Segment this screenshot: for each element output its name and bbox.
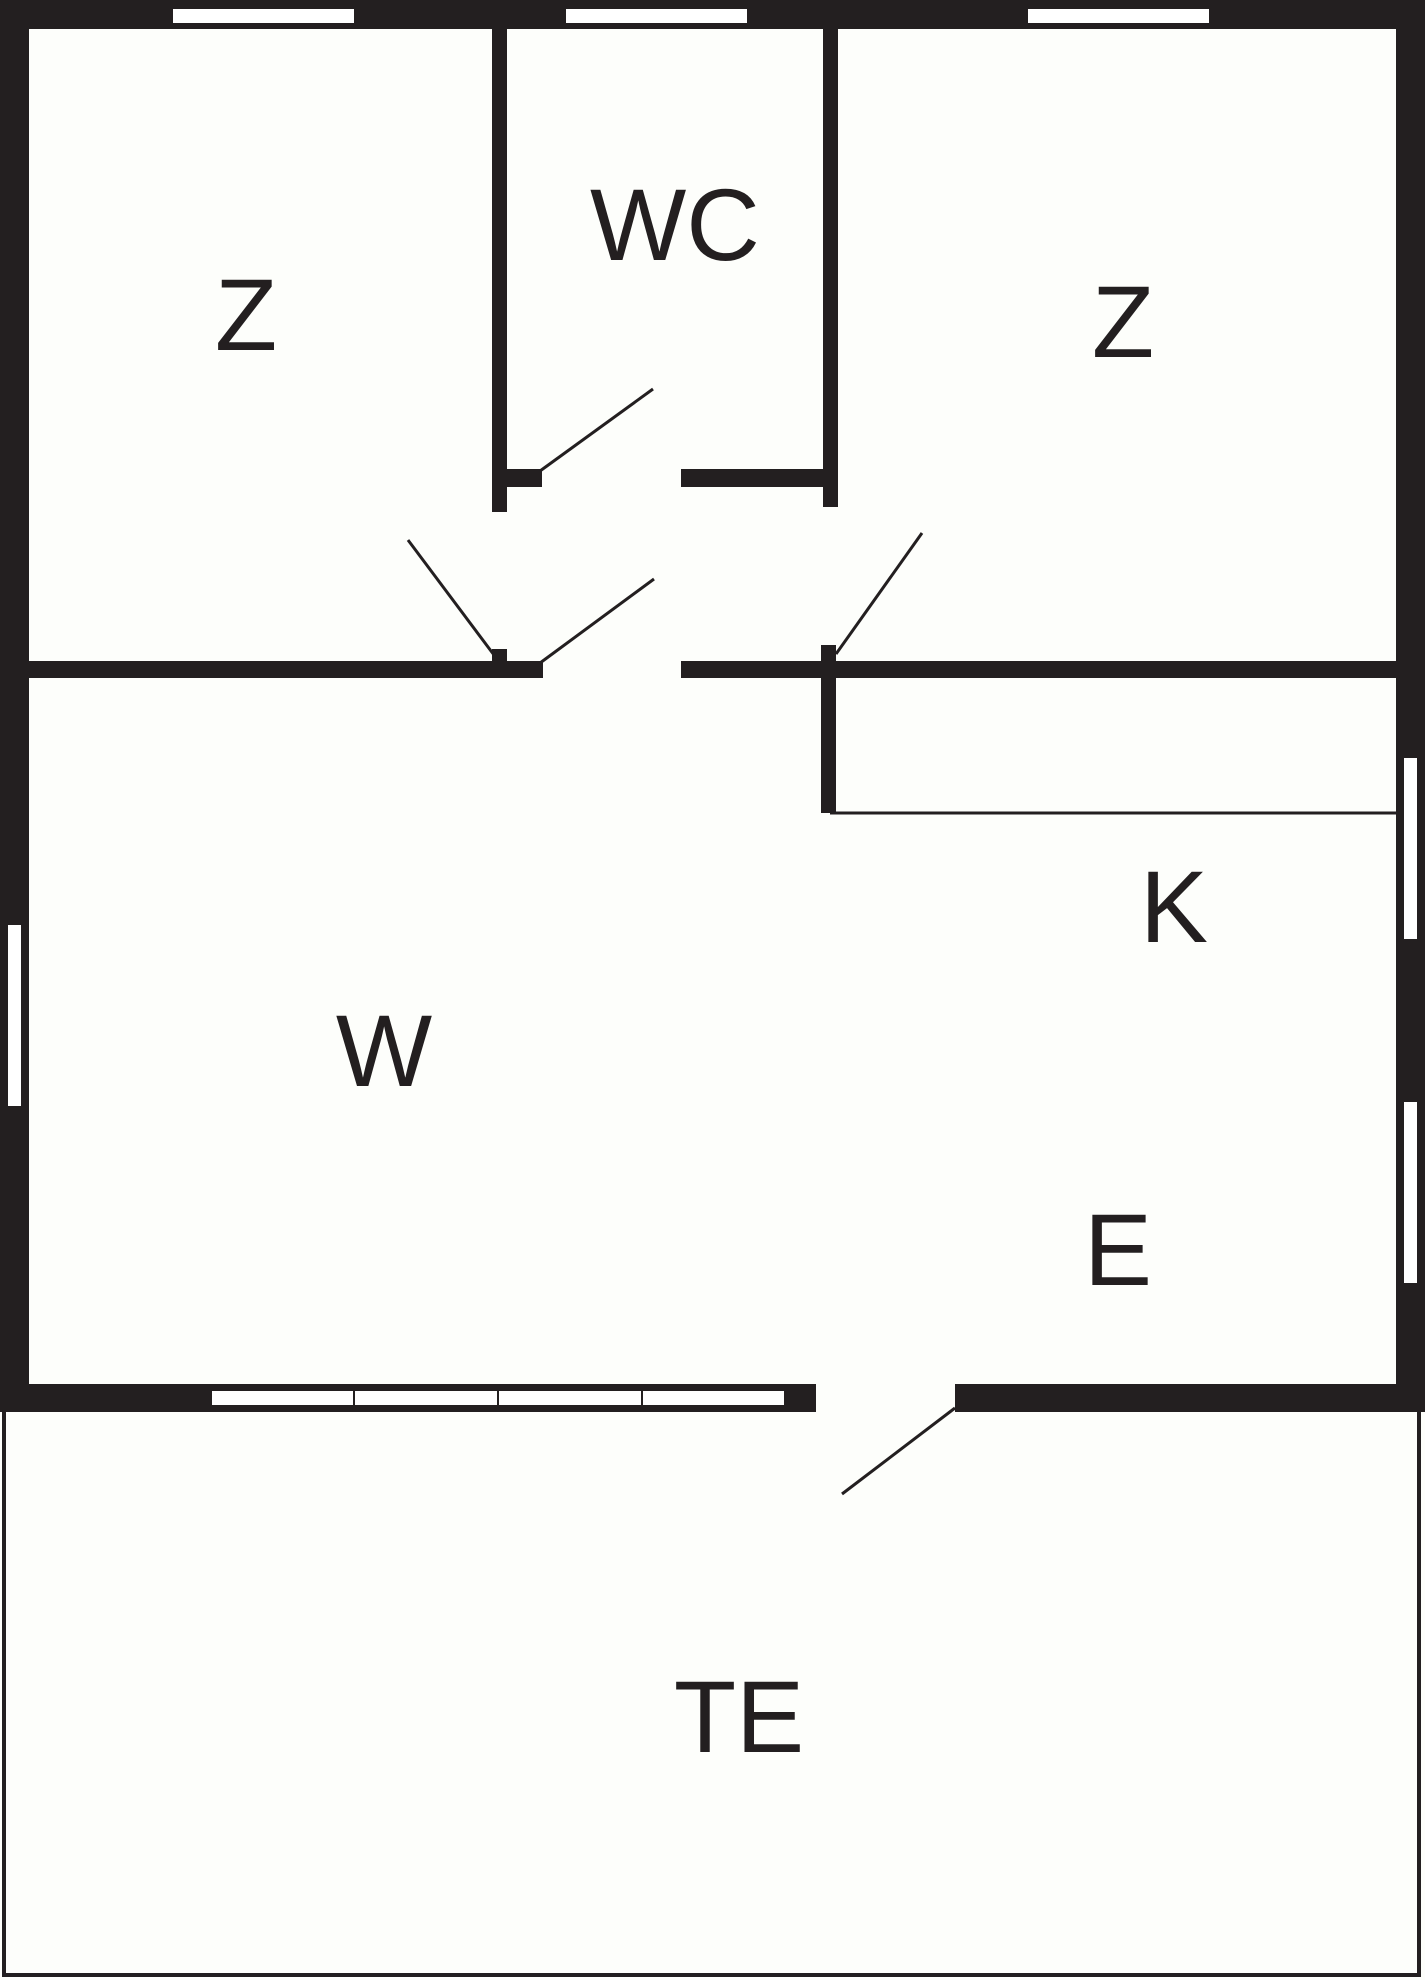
sliding-door-panel-3 [497,1389,643,1407]
window-right-upper [1402,756,1419,941]
room-label-wc: WC [590,168,760,282]
interior-walls [29,29,1396,813]
door-bedroom-right [834,532,924,655]
door-terrace [841,1406,956,1496]
wall-bottom-right [955,1384,1425,1412]
wall-wc-left [492,29,507,512]
wall-wc-bottom-right [681,469,838,487]
wall-kitchen-vertical [821,645,836,813]
terrace-outline [2,1412,1421,1977]
room-label-bedroom-left: Z [215,258,277,372]
window-left [6,923,23,1108]
sliding-door [210,1389,786,1407]
room-label-kitchen: K [1140,850,1208,964]
wall-hall-right [681,661,1396,678]
sliding-door-panel-1 [210,1389,355,1407]
door-hall [539,577,655,665]
room-labels: Z WC Z K W E TE [215,168,1208,1774]
wall-wc-bottom-left [492,469,542,487]
wall-wc-right [823,29,838,507]
sliding-door-panel-2 [353,1389,499,1407]
door-bedroom-left [406,539,496,656]
wall-kitchen-stub [492,649,507,663]
window-top-right [1026,7,1211,25]
sliding-door-panel-4 [641,1389,786,1407]
room-label-terrace: TE [674,1660,804,1774]
window-right-lower [1402,1100,1419,1285]
room-label-living: W [336,994,432,1108]
room-label-dining: E [1084,1193,1152,1307]
window-top-left [171,7,356,25]
wall-hall-left [29,661,543,678]
door-swings [406,387,956,1496]
window-top-center [564,7,749,25]
windows [6,7,1419,1285]
room-label-bedroom-right: Z [1092,265,1154,379]
wall-left [0,0,29,1412]
door-wc [539,387,654,473]
